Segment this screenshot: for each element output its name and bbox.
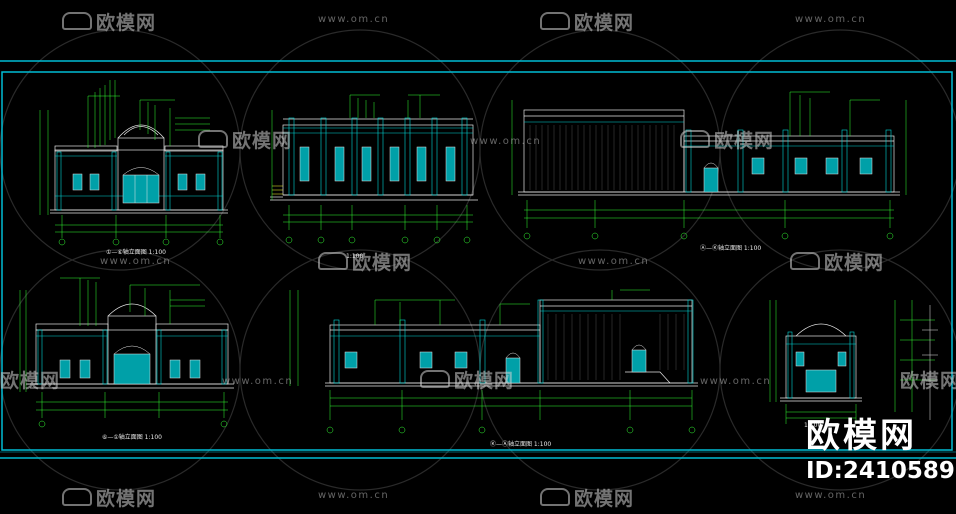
watermark-site-name: 欧模网	[824, 252, 885, 274]
watermark-logo: 欧模网	[0, 366, 60, 393]
watermark-site-name: 欧模网	[574, 12, 635, 34]
elevation-side-top	[270, 94, 478, 244]
watermark-url: www.om.cn	[795, 490, 867, 501]
brand-stamp: 欧模网 ID:2410589	[806, 416, 955, 486]
sofa-logo-icon	[540, 12, 570, 30]
watermark-logo: 欧模网	[420, 366, 514, 393]
sofa-logo-icon	[198, 130, 228, 148]
watermark-logo: 欧模网	[900, 366, 956, 393]
watermark-site-name: 欧模网	[96, 12, 157, 34]
watermark-site-name: 欧模网	[454, 370, 515, 392]
drawing-caption: Ⓚ—Ⓐ轴立面图 1:100	[490, 441, 552, 448]
watermark-url: www.om.cn	[470, 136, 542, 147]
elevation-long-bottom	[289, 289, 698, 434]
watermark-site-name: 欧模网	[0, 370, 61, 392]
watermark-site-name: 欧模网	[714, 130, 775, 152]
watermark-site-name: 欧模网	[900, 370, 956, 392]
watermark-url: www.om.cn	[100, 256, 172, 267]
elevation-front-bottom	[19, 277, 234, 428]
watermark-logo: 欧模网	[62, 484, 156, 511]
sofa-logo-icon	[62, 488, 92, 506]
drawing-caption: ⑥—①轴立面图 1:100	[102, 434, 162, 441]
drawing-scale: 1:100	[346, 253, 364, 260]
watermark-logo: 欧模网	[318, 248, 412, 275]
elevation-front-top	[39, 80, 228, 246]
drawing-scale: 1:100	[804, 422, 822, 429]
sofa-logo-icon	[62, 12, 92, 30]
watermark-logo: 欧模网	[790, 248, 884, 275]
drawing-frame	[0, 60, 956, 459]
watermark-url: www.om.cn	[318, 490, 390, 501]
watermark-site-name: 欧模网	[574, 488, 635, 510]
watermark-site-name: 欧模网	[232, 130, 293, 152]
sofa-logo-icon	[420, 370, 450, 388]
sofa-logo-icon	[318, 252, 348, 270]
brand-name: 欧模网	[806, 416, 917, 456]
watermark-logo: 欧模网	[62, 8, 156, 35]
watermark-logo: 欧模网	[540, 484, 634, 511]
model-id: ID:2410589	[806, 458, 955, 484]
drawing-caption: ①—⑥轴立面图 1:100	[106, 249, 166, 256]
watermark-url: www.om.cn	[578, 256, 650, 267]
sofa-logo-icon	[540, 488, 570, 506]
watermark-site-name: 欧模网	[96, 488, 157, 510]
drawing-caption: Ⓐ—Ⓚ轴立面图 1:100	[700, 245, 762, 252]
elevation-long-top	[511, 91, 907, 240]
watermark-logo: 欧模网	[540, 8, 634, 35]
watermark-logo: 欧模网	[680, 126, 774, 153]
elevation-small-bottom	[769, 300, 938, 424]
watermark-url: www.om.cn	[222, 376, 294, 387]
watermark-logo: 欧模网	[198, 126, 292, 153]
watermark-url: www.om.cn	[700, 376, 772, 387]
watermark-site-name: 欧模网	[352, 252, 413, 274]
watermark-url: www.om.cn	[318, 14, 390, 25]
sofa-logo-icon	[680, 130, 710, 148]
watermark-url: www.om.cn	[795, 14, 867, 25]
sofa-logo-icon	[790, 252, 820, 270]
